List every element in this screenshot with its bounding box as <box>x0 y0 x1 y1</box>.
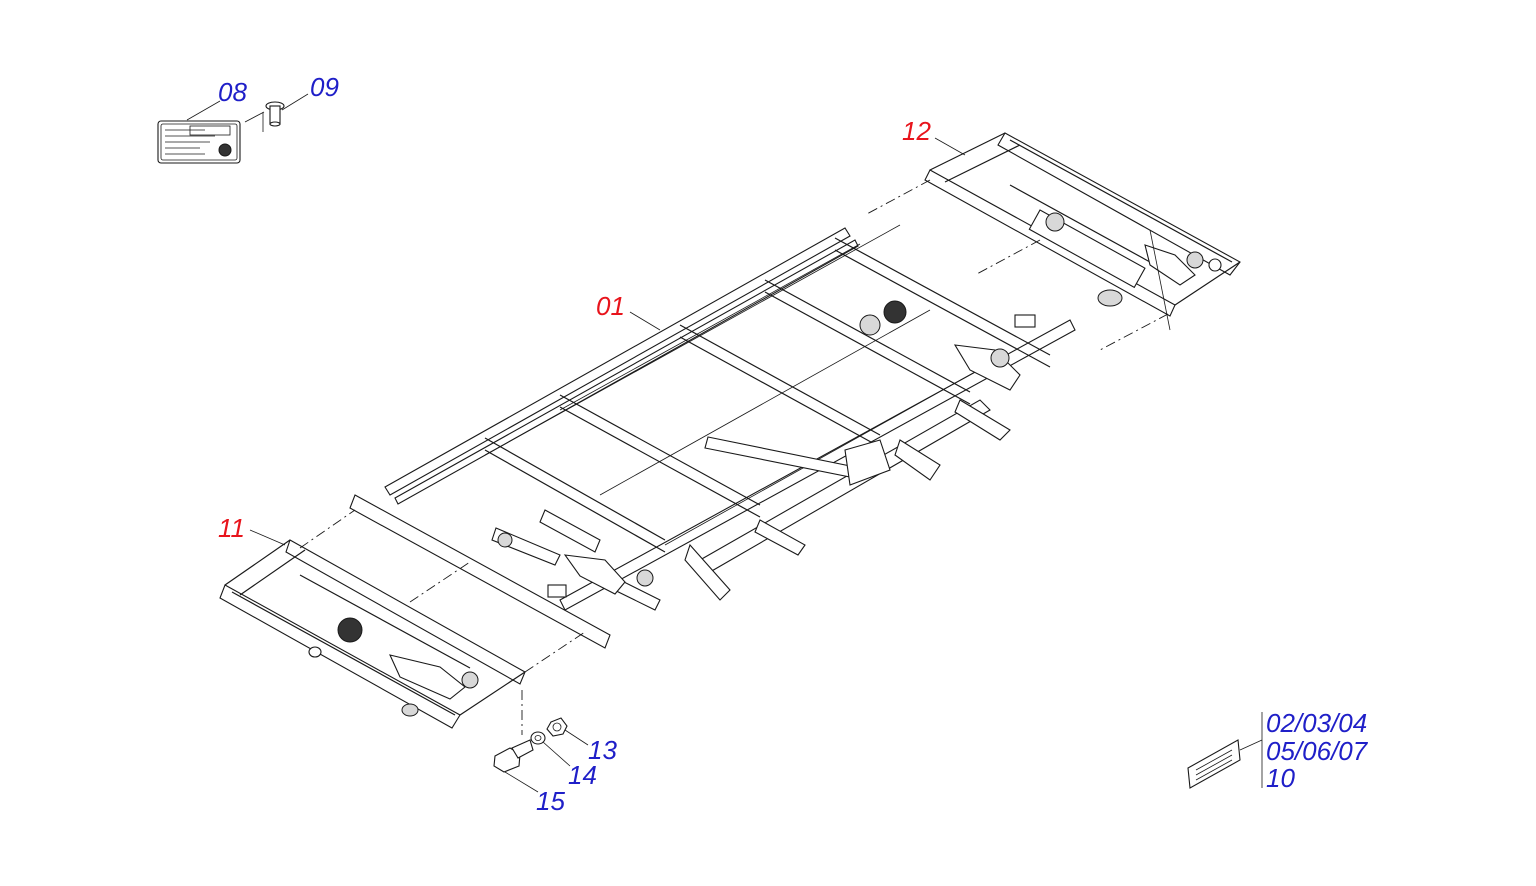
rivet[interactable] <box>262 101 285 132</box>
callout-01[interactable]: 01 <box>596 291 625 321</box>
assembly-centerlines <box>299 179 1169 735</box>
callout-11[interactable]: 11 <box>218 513 245 543</box>
callout-decals-line1[interactable]: 02/03/04 <box>1266 708 1368 738</box>
left-end-section[interactable] <box>219 494 611 729</box>
callout-decals-line2[interactable]: 05/06/07 <box>1266 736 1368 766</box>
bolt[interactable] <box>493 739 534 773</box>
id-plate[interactable] <box>157 120 241 164</box>
callout-09[interactable]: 09 <box>310 72 339 102</box>
callout-12[interactable]: 12 <box>902 116 931 146</box>
callout-13[interactable]: 13 <box>588 735 617 765</box>
callout-08[interactable]: 08 <box>218 77 247 107</box>
callout-decals-line3[interactable]: 10 <box>1266 763 1295 793</box>
washer[interactable] <box>530 731 546 745</box>
nut[interactable] <box>546 717 568 737</box>
decal-set[interactable] <box>1187 739 1241 789</box>
callout-15[interactable]: 15 <box>536 786 565 816</box>
right-end-section[interactable] <box>924 132 1241 331</box>
callout-14[interactable]: 14 <box>568 760 597 790</box>
main-frame[interactable] <box>384 224 1076 611</box>
